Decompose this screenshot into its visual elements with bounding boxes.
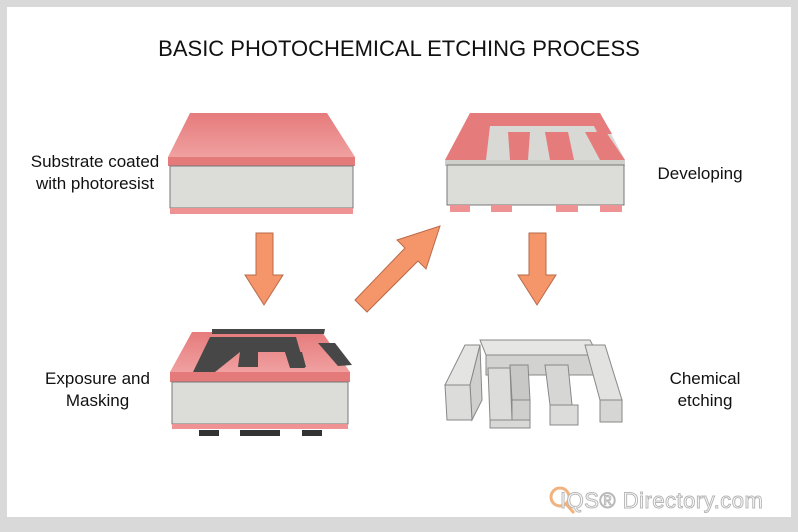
logo-magnifier-icon: [549, 486, 576, 514]
label-exposure-masking: Exposure and Masking: [30, 368, 165, 412]
label-developing: Developing: [640, 163, 760, 185]
developing-block: [445, 113, 625, 212]
substrate-coated-block: [168, 113, 355, 214]
label-line: with photoresist: [35, 174, 155, 193]
arrow-diagonal: [354, 225, 441, 313]
chemical-etching-block: [444, 339, 623, 429]
arrow-down-right: [517, 232, 557, 306]
label-line: Masking: [65, 391, 130, 410]
label-line: Chemical: [669, 369, 741, 388]
label-line: etching: [677, 391, 733, 410]
label-substrate-coated: Substrate coated with photoresist: [20, 151, 170, 195]
label-line: Substrate coated: [30, 152, 160, 171]
diagram-title: BASIC PHOTOCHEMICAL ETCHING PROCESS: [158, 36, 640, 61]
exposure-masking-block: [170, 329, 352, 436]
label-line: Developing: [657, 164, 743, 183]
label-chemical-etching: Chemical etching: [645, 368, 765, 412]
label-line: Exposure and: [45, 369, 150, 388]
iqs-directory-logo: IQS® Directory.com: [559, 488, 764, 514]
arrow-down-left: [244, 232, 284, 306]
